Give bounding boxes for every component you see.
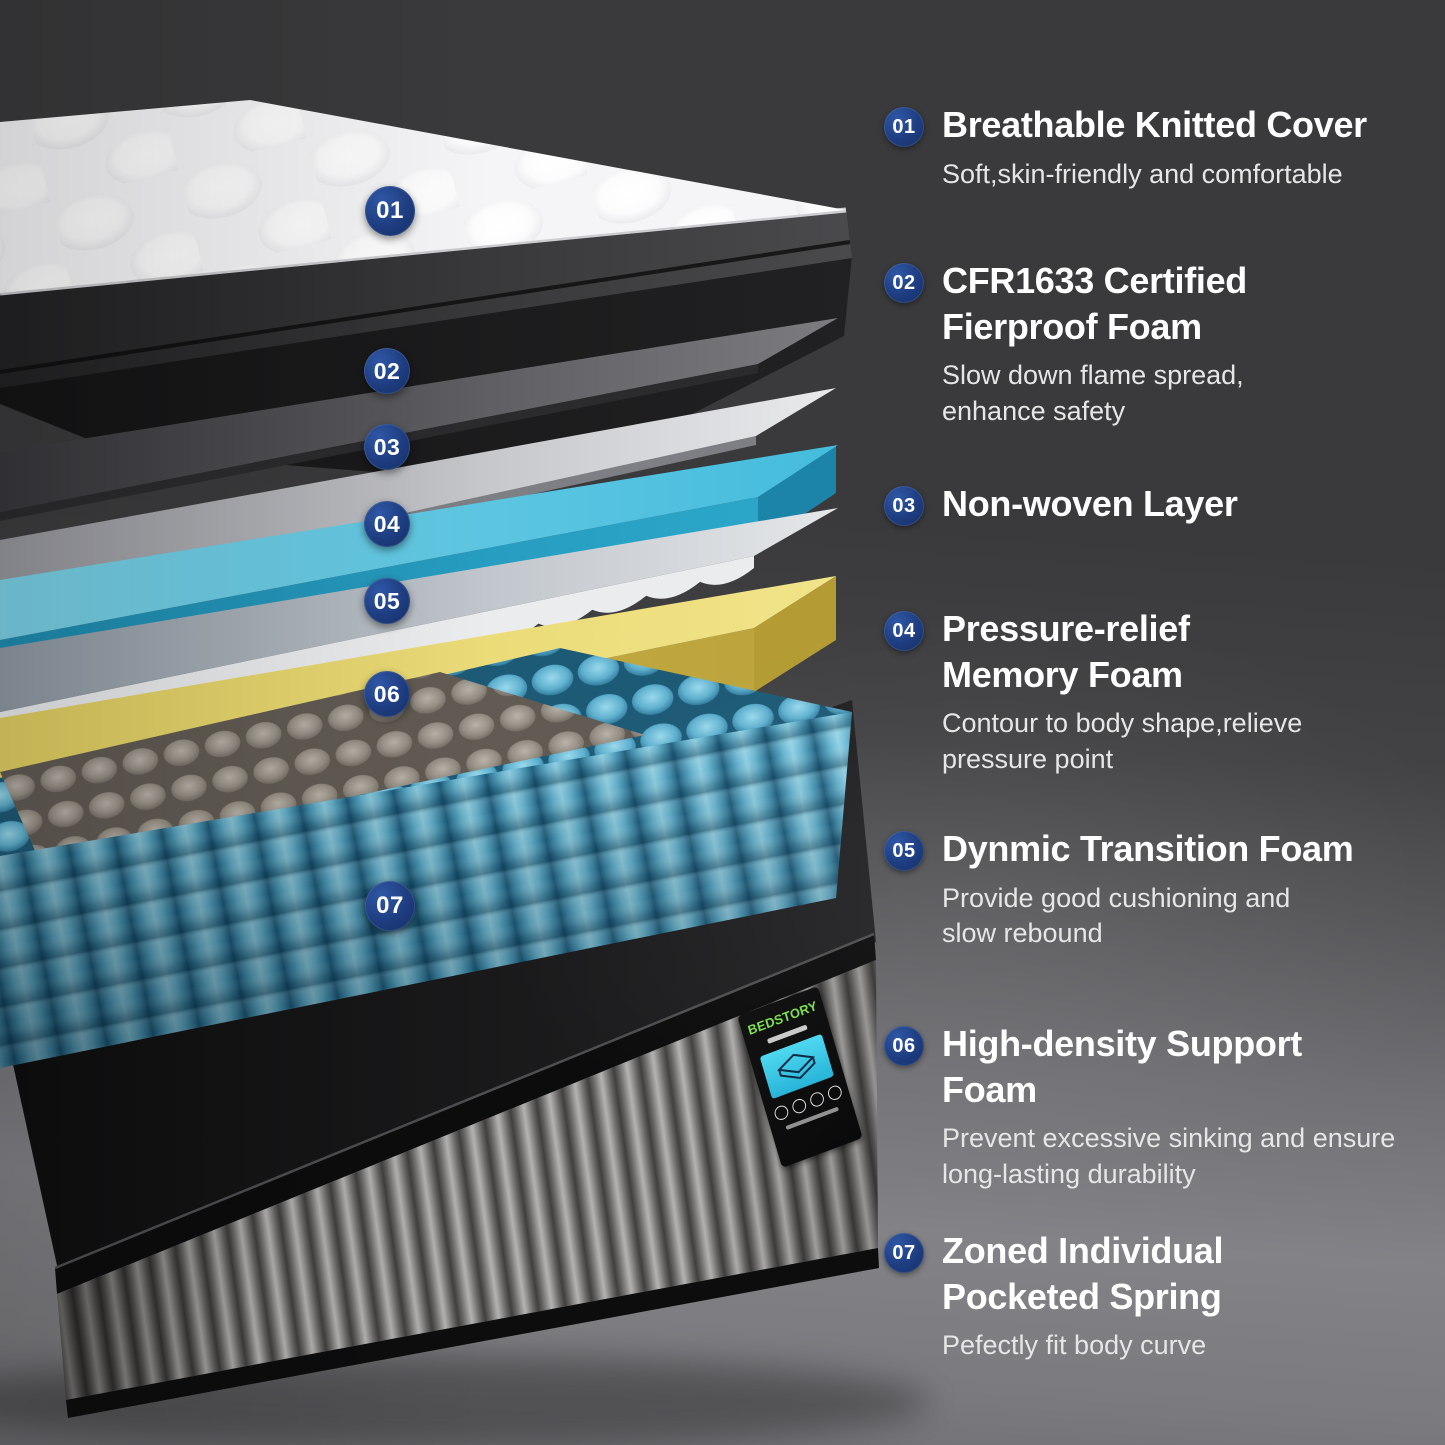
feature-item-breathable-cover: 01 Breathable Knitted Cover Soft,skin-fr… xyxy=(884,102,1429,192)
diagram-badge-01-number: 01 xyxy=(376,197,404,224)
brand-label: BEDSTORY xyxy=(737,986,863,1168)
feature-item-support-foam: 06 High-density Support Foam Prevent exc… xyxy=(884,1021,1429,1192)
feature-title: Breathable Knitted Cover xyxy=(942,104,1367,145)
feature-title: High-density Support Foam xyxy=(942,1023,1302,1110)
diagram-badge-07: 07 xyxy=(365,881,415,931)
feature-badge-02: 02 xyxy=(884,263,924,303)
label-screen xyxy=(759,1033,835,1100)
diagram-badge-05-number: 05 xyxy=(373,587,401,614)
diagram-badge-02-number: 02 xyxy=(373,357,401,384)
diagram-badge-06-number: 06 xyxy=(373,680,401,707)
feature-number: 06 xyxy=(892,1034,916,1057)
feature-title: Pressure-relief Memory Foam xyxy=(942,608,1190,695)
feature-badge-06: 06 xyxy=(884,1026,924,1066)
feature-badge-04: 04 xyxy=(884,611,924,651)
diagram-badge-04: 04 xyxy=(364,501,410,547)
feature-description: Contour to body shape,relieve pressure p… xyxy=(942,708,1303,774)
feature-number: 04 xyxy=(892,619,916,642)
feature-description: Pefectly fit body curve xyxy=(942,1330,1207,1361)
diagram-badge-03: 03 xyxy=(364,424,410,470)
diagram-badge-01: 01 xyxy=(365,186,415,236)
pocket-springs-layer xyxy=(0,648,852,1068)
feature-number: 02 xyxy=(892,271,916,294)
mattress-base xyxy=(54,932,879,1418)
feature-item-transition-foam: 05 Dynmic Transition Foam Provide good c… xyxy=(884,826,1429,951)
feature-number: 01 xyxy=(892,115,916,138)
feature-badge-03: 03 xyxy=(884,486,924,526)
feature-badge-01: 01 xyxy=(884,107,924,147)
feature-title: CFR1633 Certified Fierproof Foam xyxy=(942,260,1247,347)
feature-number: 03 xyxy=(892,494,916,517)
label-mattress-icon xyxy=(777,1053,816,1080)
diagram-badge-02: 02 xyxy=(364,348,410,394)
feature-description: Prevent excessive sinking and ensure lon… xyxy=(942,1123,1396,1189)
feature-description: Provide good cushioning and slow rebound xyxy=(942,882,1291,948)
cert-icon xyxy=(808,1090,826,1109)
cert-icon xyxy=(772,1103,790,1123)
feature-number: 07 xyxy=(892,1241,916,1264)
feature-title: Non-woven Layer xyxy=(942,483,1238,524)
feature-item-memory-foam: 04 Pressure-relief Memory Foam Contour t… xyxy=(884,606,1429,777)
diagram-badge-04-number: 04 xyxy=(373,510,401,537)
feature-item-pocketed-spring: 07 Zoned Individual Pocketed Spring Pefe… xyxy=(884,1228,1429,1364)
feature-number: 05 xyxy=(892,839,916,862)
cert-icon xyxy=(825,1083,843,1103)
diagram-badge-06: 06 xyxy=(364,671,410,717)
cert-icon xyxy=(790,1097,808,1116)
feature-description: Slow down flame spread, enhance safety xyxy=(942,360,1244,426)
diagram-badge-05: 05 xyxy=(364,578,410,624)
diagram-badge-03-number: 03 xyxy=(373,433,401,460)
feature-item-nonwoven-layer: 03 Non-woven Layer xyxy=(884,481,1429,527)
feature-badge-05: 05 xyxy=(884,831,924,871)
feature-title: Zoned Individual Pocketed Spring xyxy=(942,1230,1224,1317)
feature-title: Dynmic Transition Foam xyxy=(942,828,1354,869)
feature-description: Soft,skin-friendly and comfortable xyxy=(942,158,1343,189)
feature-badge-07: 07 xyxy=(884,1233,924,1273)
diagram-badge-07-number: 07 xyxy=(376,892,404,919)
feature-item-fireproof-foam: 02 CFR1633 Certified Fierproof Foam Slow… xyxy=(884,258,1429,429)
